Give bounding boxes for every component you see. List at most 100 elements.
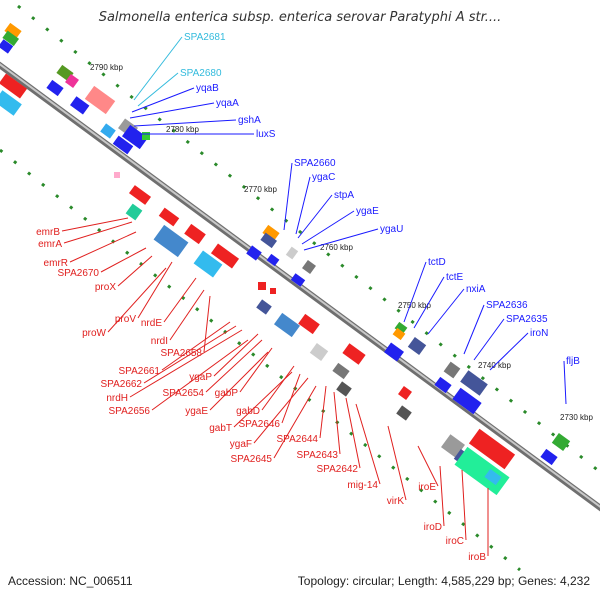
feature-block[interactable] xyxy=(336,381,352,397)
gene-label[interactable]: iroE xyxy=(418,482,436,493)
feature-block[interactable] xyxy=(309,343,329,361)
gene-label[interactable]: gabD xyxy=(236,406,260,417)
gene-label[interactable]: nrdI xyxy=(151,336,168,347)
feature-block[interactable] xyxy=(396,405,412,421)
feature-block[interactable] xyxy=(260,232,278,249)
gene-label[interactable]: SPA2670 xyxy=(57,268,99,279)
gene-label[interactable]: SPA2660 xyxy=(294,158,336,169)
feature-block[interactable] xyxy=(0,39,14,54)
gene-label[interactable]: iroD xyxy=(424,522,442,533)
feature-block[interactable] xyxy=(270,288,276,294)
gene-label[interactable]: iroC xyxy=(446,536,464,547)
forward-features[interactable] xyxy=(0,22,571,466)
gene-label[interactable]: ygaE xyxy=(185,406,208,417)
feature-block[interactable] xyxy=(266,253,280,267)
gene-label[interactable]: SPA2644 xyxy=(276,434,318,445)
gene-label[interactable]: gshA xyxy=(238,115,261,126)
gene-label[interactable]: ygaC xyxy=(312,172,335,183)
feature-block[interactable] xyxy=(121,124,149,150)
gene-label[interactable]: nrdE xyxy=(141,318,162,329)
gene-label[interactable]: stpA xyxy=(334,190,354,201)
gene-label[interactable]: SPA2661 xyxy=(118,366,160,377)
gene-label[interactable]: SPA2643 xyxy=(296,450,338,461)
feature-block[interactable] xyxy=(114,172,120,178)
feature-block[interactable] xyxy=(65,74,79,88)
feature-block[interactable] xyxy=(46,79,64,97)
gene-label[interactable]: virK xyxy=(387,496,405,507)
feature-block[interactable] xyxy=(2,30,20,47)
gene-label[interactable]: SPA2636 xyxy=(486,300,528,311)
feature-block[interactable] xyxy=(142,132,150,140)
gene-label[interactable]: SPA2662 xyxy=(100,379,142,390)
gene-label[interactable]: proW xyxy=(82,328,106,339)
feature-block[interactable] xyxy=(392,327,406,341)
gene-label[interactable]: yqaB xyxy=(196,83,219,94)
gene-label[interactable]: iroN xyxy=(530,328,548,339)
gene-label[interactable]: SPA2646 xyxy=(238,419,280,430)
feature-block[interactable] xyxy=(384,342,404,362)
feature-block[interactable] xyxy=(153,224,189,258)
gene-label[interactable]: yqaA xyxy=(216,98,239,109)
gene-label[interactable]: emrB xyxy=(36,227,60,238)
feature-block[interactable] xyxy=(0,90,22,116)
feature-block[interactable] xyxy=(394,321,408,335)
gene-label[interactable]: ygaE xyxy=(356,206,379,217)
gene-label[interactable]: SPA2680 xyxy=(180,68,222,79)
feature-block[interactable] xyxy=(398,386,412,400)
gene-label[interactable]: proX xyxy=(95,282,116,293)
feature-block[interactable] xyxy=(551,433,571,451)
feature-block[interactable] xyxy=(184,223,206,245)
gene-label[interactable]: nrdH xyxy=(106,393,128,404)
gene-label[interactable]: nxiA xyxy=(466,284,486,295)
feature-block[interactable] xyxy=(70,96,90,115)
feature-block[interactable] xyxy=(100,123,116,139)
feature-block[interactable] xyxy=(332,362,350,380)
gene-label[interactable]: ygaP xyxy=(189,372,212,383)
gene-label[interactable]: SPA2645 xyxy=(230,454,272,465)
gene-label[interactable]: ygaU xyxy=(380,224,403,235)
feature-block[interactable] xyxy=(258,282,266,290)
feature-block[interactable] xyxy=(84,85,116,115)
gene-label[interactable]: luxS xyxy=(256,129,276,140)
feature-block[interactable] xyxy=(158,207,180,227)
gene-label[interactable]: SPA2635 xyxy=(506,314,548,325)
gene-label[interactable]: emrA xyxy=(38,239,62,250)
gene-label[interactable]: proV xyxy=(115,314,136,325)
gene-label[interactable]: gabT xyxy=(209,423,232,434)
feature-block[interactable] xyxy=(540,448,558,466)
gene-label[interactable]: SPA2658 xyxy=(160,348,202,359)
gene-label[interactable]: SPA2681 xyxy=(184,32,226,43)
feature-block[interactable] xyxy=(302,260,316,274)
feature-block[interactable] xyxy=(210,243,240,269)
feature-block[interactable] xyxy=(298,313,320,335)
feature-block[interactable] xyxy=(256,299,272,315)
feature-block[interactable] xyxy=(246,245,262,261)
gene-label[interactable]: fljB xyxy=(566,356,580,367)
feature-block[interactable] xyxy=(468,428,516,470)
feature-block[interactable] xyxy=(262,224,280,242)
feature-block[interactable] xyxy=(434,376,452,394)
feature-block[interactable] xyxy=(342,343,366,365)
feature-block[interactable] xyxy=(484,468,502,486)
gene-label[interactable]: mig-14 xyxy=(347,480,378,491)
gene-label[interactable]: ygaF xyxy=(230,439,252,450)
gene-label[interactable]: tctD xyxy=(428,257,446,268)
feature-block[interactable] xyxy=(452,387,482,415)
feature-block[interactable] xyxy=(285,246,299,260)
feature-block[interactable] xyxy=(273,312,301,338)
feature-block[interactable] xyxy=(125,203,143,221)
feature-block[interactable] xyxy=(407,337,427,355)
feature-block[interactable] xyxy=(128,185,152,205)
gene-label[interactable]: tctE xyxy=(446,272,464,283)
feature-block[interactable] xyxy=(443,361,461,379)
feature-block[interactable] xyxy=(4,22,22,40)
gene-label[interactable]: iroB xyxy=(468,552,486,563)
feature-block[interactable] xyxy=(112,135,134,155)
feature-block[interactable] xyxy=(460,370,488,396)
gene-label[interactable]: SPA2642 xyxy=(316,464,358,475)
feature-block[interactable] xyxy=(290,273,306,287)
gene-label[interactable]: SPA2654 xyxy=(162,388,204,399)
feature-block[interactable] xyxy=(0,73,28,99)
